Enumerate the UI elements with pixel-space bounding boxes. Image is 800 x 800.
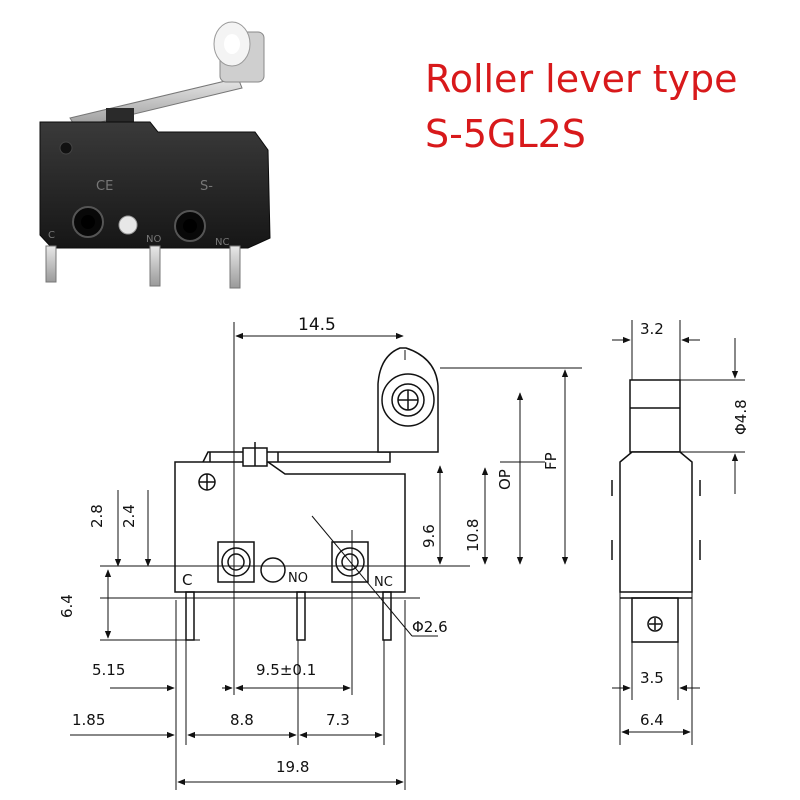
dim-side-body-width: 6.4 [640, 711, 664, 729]
dim-pin-spacing-b: 7.3 [326, 711, 350, 729]
side-dimension-lines [612, 320, 745, 745]
photo-pin-nc [229, 245, 241, 289]
side-view-drawing [611, 379, 701, 643]
dim-pin-spacing-a: 8.8 [230, 711, 254, 729]
dim-hole-offset-a: 2.8 [88, 504, 106, 528]
photo-mark-nc: NC [215, 237, 229, 248]
front-body-outline [174, 461, 406, 593]
dim-roller-width: 3.2 [640, 320, 664, 338]
dim-hole-pitch: 9.5±0.1 [256, 661, 316, 679]
front-pin-no [296, 591, 306, 641]
side-terminal-hole [647, 616, 663, 632]
dim-height-to-hole: 9.6 [420, 524, 438, 548]
front-hole-left [217, 541, 255, 583]
dim-fp: FP [542, 452, 560, 470]
front-lever [202, 451, 391, 463]
dim-hole-diameter: Φ2.6 [412, 618, 448, 636]
label-no: NO [288, 571, 308, 586]
photo-mark-series: S- [200, 179, 213, 194]
product-title: Roller lever type [425, 57, 738, 101]
dim-op: OP [496, 469, 514, 490]
front-roller [377, 347, 439, 453]
product-photo: CE S- C NO NC [39, 21, 271, 289]
front-view-drawing [174, 347, 439, 641]
photo-mark-ce: CE [96, 179, 113, 194]
dimension-arrows [70, 332, 569, 786]
dim-overall-length: 19.8 [276, 758, 309, 776]
front-dimension-texts: 14.5 OP FP 2.8 2.4 9.6 10.8 6.4 C NO NC … [58, 315, 560, 776]
dim-hole-offset-b: 2.4 [120, 504, 138, 528]
front-indicator-circle [260, 557, 286, 583]
label-c: C [182, 571, 192, 589]
dim-pin-offset: 5.15 [92, 661, 125, 679]
front-pin-nc [382, 591, 392, 641]
dim-height-to-hole-b: 10.8 [464, 519, 482, 552]
dim-terminal-length: 6.4 [58, 594, 76, 618]
dim-roller-diameter: Φ4.8 [732, 399, 750, 435]
extension-lines [100, 322, 582, 790]
photo-roller [213, 21, 265, 83]
photo-mark-c: C [48, 230, 55, 241]
photo-pin-c [45, 245, 57, 283]
photo-mark-no: NO [146, 234, 161, 245]
front-pin-c [185, 591, 195, 641]
dim-side-terminal-width: 3.5 [640, 669, 664, 687]
model-number: S-5GL2S [425, 112, 586, 156]
side-roller [629, 379, 681, 453]
side-body [619, 451, 693, 593]
dim-lever-reach: 14.5 [298, 315, 336, 335]
label-nc: NC [374, 575, 393, 590]
photo-pin-no [149, 245, 161, 287]
side-dimension-texts: 3.2 Φ4.8 3.5 6.4 [640, 320, 750, 729]
photo-indicator-dot [118, 215, 138, 235]
photo-lever-arm [69, 77, 243, 129]
dim-edge-to-pin: 1.85 [72, 711, 105, 729]
